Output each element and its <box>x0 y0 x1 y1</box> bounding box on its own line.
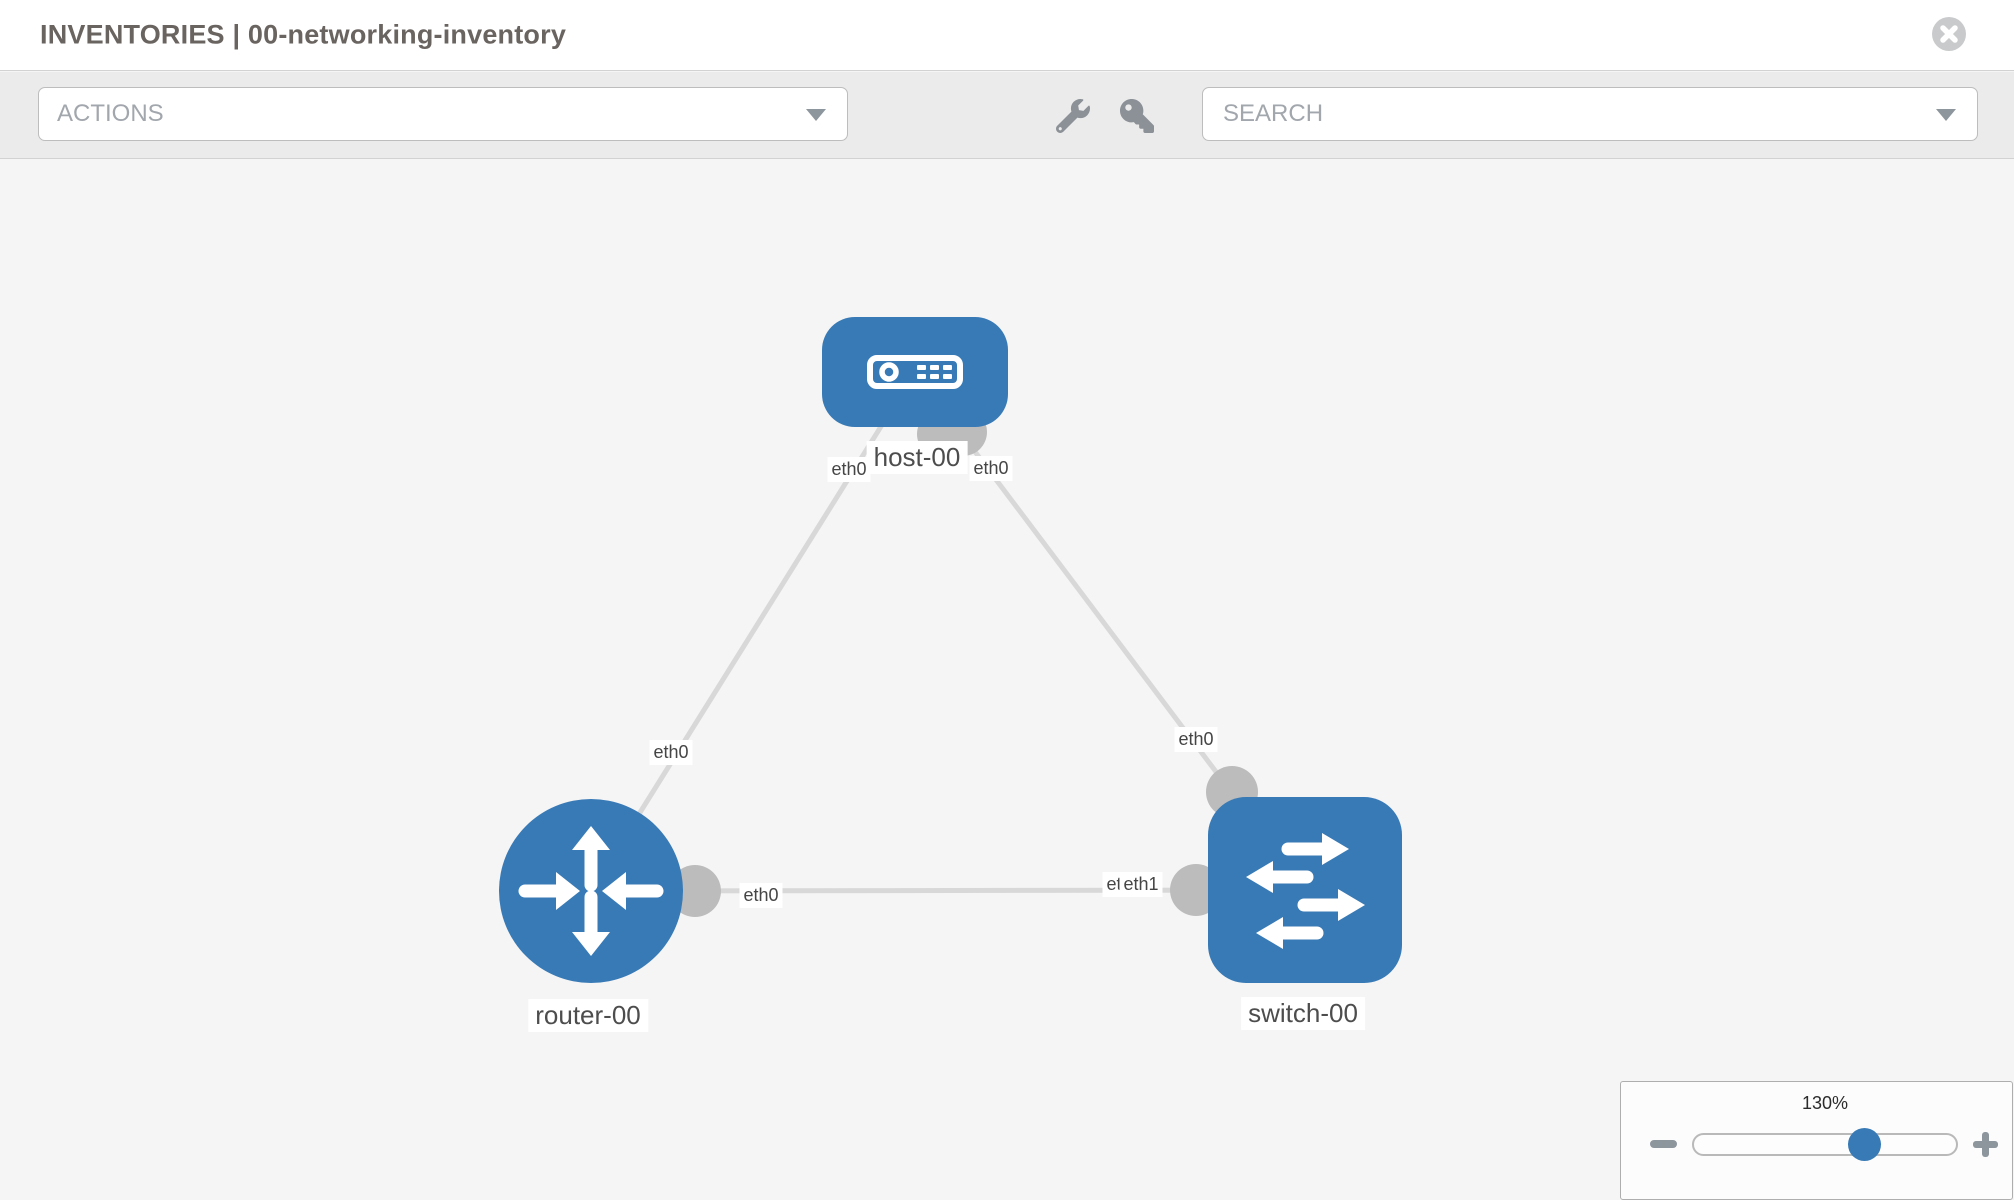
tools-button[interactable] <box>1055 99 1092 135</box>
node-label-switch: switch-00 <box>1241 997 1365 1031</box>
node-host-00[interactable] <box>822 317 1008 427</box>
wrench-icon <box>1055 99 1090 134</box>
zoom-out-button[interactable] <box>1650 1140 1677 1148</box>
interface-label-switch-eth1-left: eth1 <box>1119 872 1163 897</box>
router-icon <box>518 826 664 956</box>
interface-label-router-eth0-right: eth0 <box>739 883 783 908</box>
interface-label-host-eth0-right: eth0 <box>969 456 1013 481</box>
toolbar: ACTIONS <box>0 72 2014 159</box>
zoom-level-value: 130% <box>1801 1093 1849 1113</box>
close-button[interactable] <box>1931 16 1967 52</box>
zoom-slider-thumb[interactable] <box>1848 1128 1881 1161</box>
header-bar: INVENTORIES | 00-networking-inventory <box>0 0 2014 71</box>
interface-label-router-eth0-top: eth0 <box>649 740 693 765</box>
chevron-down-icon <box>1936 109 1956 121</box>
search-input[interactable] <box>1221 90 1911 138</box>
node-switch-00[interactable] <box>1208 797 1402 983</box>
node-label-router: router-00 <box>528 999 648 1033</box>
interface-label-host-eth0-left: eth0 <box>827 457 871 482</box>
switch-icon <box>1246 833 1365 949</box>
zoom-slider[interactable] <box>1692 1133 1958 1156</box>
server-icon <box>867 355 963 389</box>
actions-dropdown[interactable]: ACTIONS <box>38 87 848 141</box>
actions-dropdown-label: ACTIONS <box>57 100 164 127</box>
node-label-host: host-00 <box>866 441 968 475</box>
zoom-in-button[interactable] <box>1973 1132 1998 1157</box>
search-dropdown[interactable] <box>1202 87 1978 141</box>
chevron-down-icon <box>806 109 826 121</box>
interface-label-switch-eth0-top: eth0 <box>1174 727 1218 752</box>
topology-canvas[interactable] <box>0 159 2014 1200</box>
node-router-00[interactable] <box>499 799 683 983</box>
page-title: INVENTORIES | 00-networking-inventory <box>40 19 567 50</box>
key-icon <box>1120 99 1154 133</box>
close-icon <box>1932 17 1966 51</box>
credentials-button[interactable] <box>1120 99 1156 135</box>
zoom-panel: 130% <box>1620 1081 2013 1200</box>
